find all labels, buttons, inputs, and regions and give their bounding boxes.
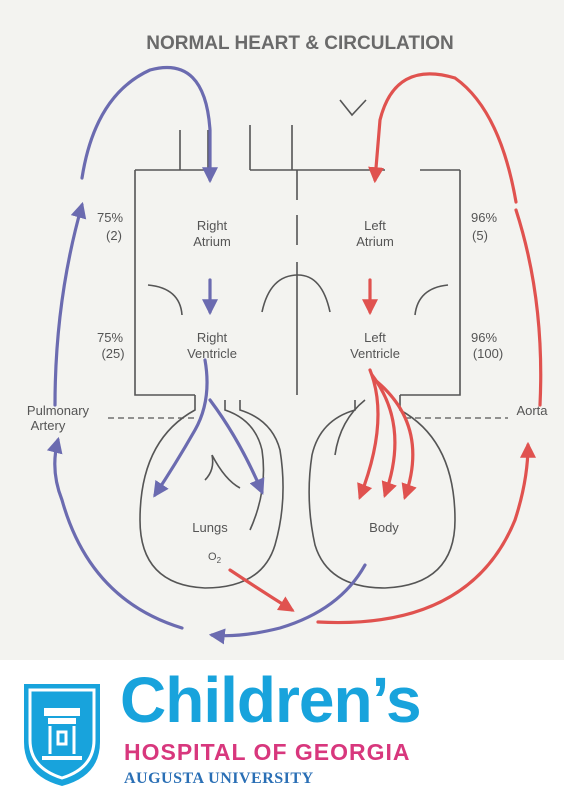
body-label: Body bbox=[369, 520, 399, 535]
rv-to-left-lung-arrow bbox=[155, 360, 207, 495]
ra-pressure: (2) bbox=[106, 228, 122, 243]
pulmonary-artery-label-line1: Pulmonary bbox=[27, 403, 90, 418]
la-saturation: 96% bbox=[471, 210, 497, 225]
circulation-diagram: NORMAL HEART & CIRCULATION bbox=[0, 0, 564, 660]
rv-saturation: 75% bbox=[97, 330, 123, 345]
right-atrium-label-line2: Atrium bbox=[193, 234, 231, 249]
chamber-labels: Right Atrium Left Atrium Right Ventricle… bbox=[187, 218, 400, 361]
logo-area: Children’s HOSPITAL OF GEORGIA AUGUSTA U… bbox=[0, 660, 564, 793]
systemic-venous-return-arrow bbox=[82, 68, 210, 181]
body-to-venous-arrow bbox=[212, 565, 365, 636]
aorta-label: Aorta bbox=[516, 403, 548, 418]
la-pressure: (5) bbox=[472, 228, 488, 243]
lv-to-body-arrow-1 bbox=[360, 370, 378, 497]
pulmonary-venous-return-arrow bbox=[375, 74, 516, 202]
venous-to-heart-arrow bbox=[55, 205, 82, 405]
logo-name: Children’s bbox=[120, 668, 421, 732]
right-ventricle-label-line2: Ventricle bbox=[187, 346, 237, 361]
right-atrium-label-line1: Right bbox=[197, 218, 228, 233]
oxygen-arrow bbox=[230, 570, 292, 610]
left-atrium-label-line1: Left bbox=[364, 218, 386, 233]
left-ventricle-label-line1: Left bbox=[364, 330, 386, 345]
oxygen-label: O2 bbox=[208, 551, 222, 565]
diagram-title: NORMAL HEART & CIRCULATION bbox=[146, 33, 454, 54]
rv-pressure: (25) bbox=[101, 346, 124, 361]
logo-subtitle: HOSPITAL OF GEORGIA bbox=[124, 740, 411, 764]
left-atrium-label-line2: Atrium bbox=[356, 234, 394, 249]
right-ventricle-label-line1: Right bbox=[197, 330, 228, 345]
hospital-shield-icon bbox=[20, 680, 104, 790]
rv-to-right-lung-arrow bbox=[210, 400, 262, 492]
pulmonary-artery-label-line2: Artery bbox=[31, 418, 66, 433]
aorta-up-segment bbox=[516, 210, 541, 405]
oxygen-subscript: 2 bbox=[217, 556, 222, 565]
lungs-label: Lungs bbox=[192, 520, 228, 535]
heart-outline bbox=[108, 100, 508, 588]
organ-labels: Lungs Body O2 bbox=[192, 520, 399, 565]
logo-university: AUGUSTA UNIVERSITY bbox=[124, 770, 314, 788]
lv-saturation: 96% bbox=[471, 330, 497, 345]
pulmonary-artery-arrow bbox=[55, 440, 182, 628]
aorta-arrow bbox=[318, 445, 528, 623]
ra-saturation: 75% bbox=[97, 210, 123, 225]
left-ventricle-label-line2: Ventricle bbox=[350, 346, 400, 361]
diagram-panel: NORMAL HEART & CIRCULATION bbox=[0, 0, 564, 660]
lv-pressure: (100) bbox=[473, 346, 503, 361]
